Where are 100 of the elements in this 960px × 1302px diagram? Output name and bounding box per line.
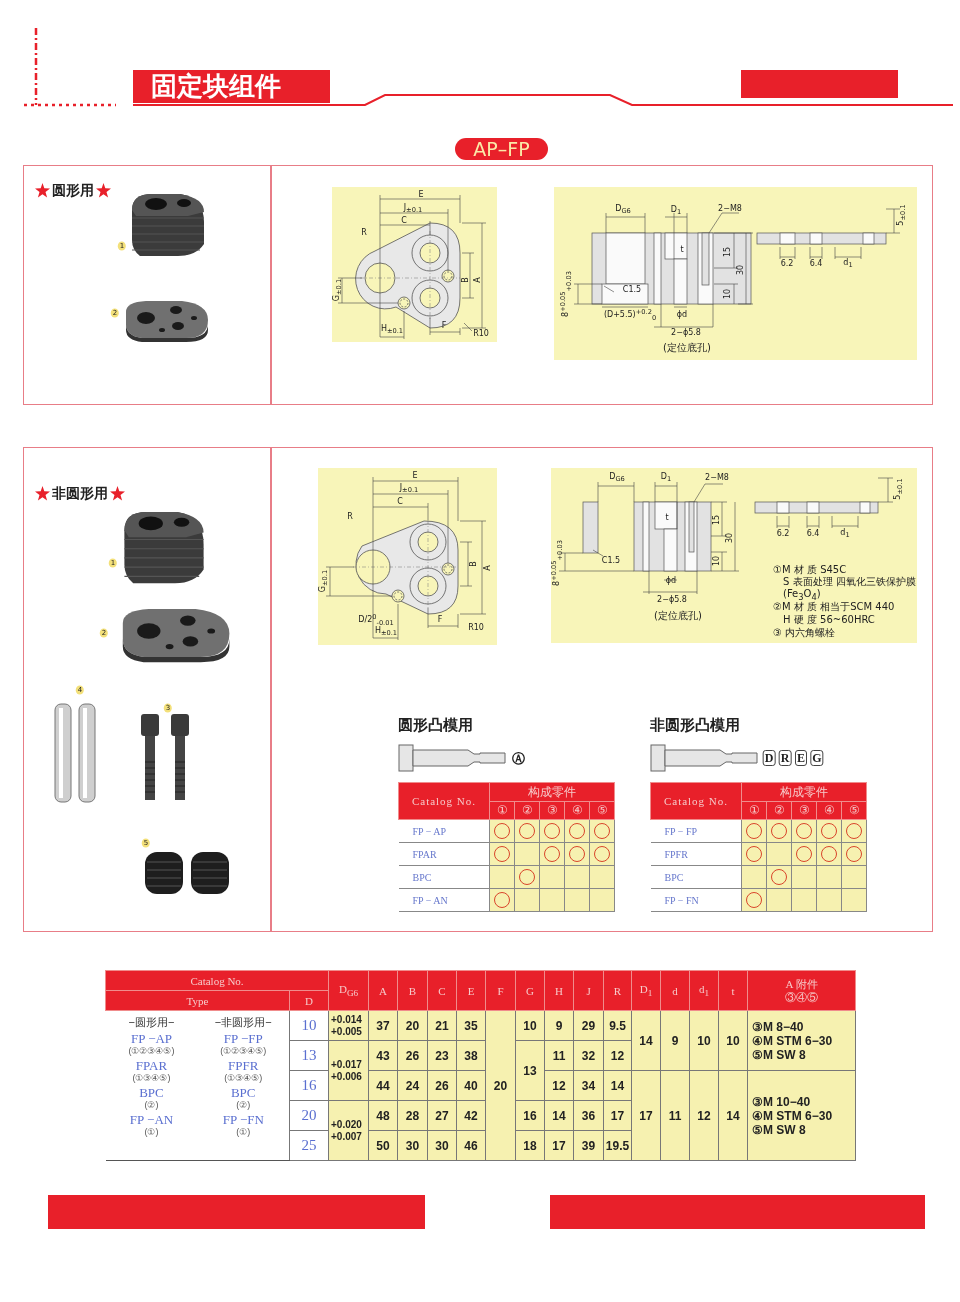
table-title: 非圆形凸模用 (650, 716, 740, 734)
dimension-label: A (474, 277, 482, 283)
accessory-spec: ③M 10−40 (751, 1094, 812, 1109)
dimension-label: J$_{±0.1}$ (403, 203, 423, 215)
dimension-label: d$_{1}$ (840, 528, 850, 540)
dimension-label: 2−M8 (718, 205, 742, 213)
table-cell: +0.017 +0.006 (328, 1040, 369, 1101)
dimension-label: ϕd (665, 577, 677, 585)
catalog-code: FP − FP (650, 819, 742, 843)
dimension-label: 30 (726, 532, 734, 544)
table-header: Type (105, 990, 290, 1011)
table-header: F (485, 970, 516, 1011)
catalog-code: FP − AN (398, 888, 490, 912)
dimension-label: C1.5 (601, 557, 621, 565)
dimension-label: B (462, 277, 470, 283)
table-cell: 20 (485, 1010, 516, 1161)
dimension-label: D$_{G6}$ (615, 204, 631, 216)
dimension-label: D$_{1}$ (670, 205, 682, 217)
table-header: Catalog No. (650, 782, 742, 820)
dimension-label: 10 (713, 555, 721, 567)
table-title: 圆形凸模用 (398, 716, 473, 734)
table-header: t (718, 970, 748, 1011)
table-header: B (397, 970, 428, 1011)
material-note: ①M 材 质 S45C (773, 564, 847, 576)
punch-type-code: D (762, 750, 776, 766)
dimension-label: H$_{±0.1}$ (380, 324, 404, 336)
dimension-label: 2−ϕ5.8 (657, 596, 687, 604)
part-list: (①) (105, 1127, 198, 1137)
table-header: D$_{G6}$ (328, 970, 369, 1011)
accessory-spec: ⑤M SW 8 (751, 1047, 807, 1062)
table-cell: 14 (718, 1070, 748, 1161)
dimension-label: 15 (724, 246, 732, 258)
page-title: 固定块组件 (151, 71, 281, 102)
table-header: d$_{1}$ (689, 970, 719, 1011)
table-cell: 13 (289, 1040, 329, 1071)
table-header: Catalog No. (398, 782, 490, 820)
dimension-label: 10 (724, 288, 732, 300)
dimension-label: d$_{1}$ (843, 258, 853, 270)
catalog-code: FP −AN (128, 1113, 175, 1127)
dimension-label: R (361, 229, 367, 237)
table-header: 构成零件 (489, 782, 615, 802)
dimension-label: H$_{±0.1}$ (374, 626, 398, 638)
dimension-label: D$_{1}$ (660, 472, 672, 484)
accessory-spec: ④M STM 6−30 (751, 1108, 834, 1123)
dimension-label: ϕd (676, 311, 688, 319)
dimension-label: 6.2 (780, 260, 794, 268)
table-cell: 10 (289, 1010, 329, 1041)
dimension-label: 30 (737, 264, 745, 276)
accessory-spec: ④M STM 6−30 (751, 1033, 834, 1048)
material-note: ③ 内六角螺栓 (773, 627, 836, 639)
dimension-label: 2−ϕ5.8 (671, 329, 701, 337)
dimension-label: 15 (713, 514, 721, 526)
catalog-code: BPC (398, 865, 490, 889)
dimension-label: (定位底孔) (654, 611, 702, 621)
type-heading: −圆形用− (127, 1015, 176, 1030)
accessory-spec: ③M 8−40 (751, 1019, 805, 1034)
table-cell: 9 (660, 1010, 690, 1071)
dimension-label: t (665, 514, 669, 522)
table-cell: 25 (289, 1130, 329, 1161)
punch-type-code: R (778, 750, 792, 766)
table-header: E (456, 970, 486, 1011)
model-badge: AP–FP (455, 138, 548, 160)
table-header: A 附件 ③④⑤ (747, 970, 856, 1011)
material-note: ②M 材 质 相当于SCM 440 (773, 601, 895, 613)
type-heading: −非圆形用− (213, 1015, 273, 1030)
table-cell: 10 (689, 1010, 719, 1071)
catalog-code: FP −FN (221, 1113, 265, 1127)
catalog-code: FP − FN (650, 888, 742, 912)
dimension-label: (定位底孔) (663, 343, 711, 353)
table-cell: 14 (631, 1010, 661, 1071)
dimension-label: C (397, 498, 403, 506)
dimension-label: R (347, 513, 353, 521)
catalog-code: BPC (138, 1086, 165, 1100)
catalog-code: BPC (650, 865, 742, 889)
dimension-label: 6.4 (809, 260, 823, 268)
table-cell: 12 (689, 1070, 719, 1161)
part-list: (①②③④⑤) (197, 1046, 289, 1056)
catalog-code: FPAR (134, 1059, 169, 1073)
catalog-code: FPAR (398, 842, 490, 866)
table-header: A (368, 970, 398, 1011)
catalog-code: FP −FP (222, 1032, 264, 1046)
catalog-code: FPFR (650, 842, 742, 866)
dimension-label: F (437, 616, 443, 624)
part-list: (①③④⑤) (105, 1073, 198, 1083)
table-cell: 20 (289, 1100, 329, 1131)
dimension-label: t (680, 246, 684, 254)
table-header: 构成零件 (741, 782, 867, 802)
catalog-code: FP − AP (398, 819, 490, 843)
part-list: (①) (197, 1127, 289, 1137)
dimension-label: B (470, 561, 478, 567)
punch-type-code: Ⓐ (511, 751, 525, 765)
part-list: (②) (105, 1100, 198, 1110)
material-note: S 表面处理 四氧化三铁保护膜 (Fe$_{3}$O$_{4}$) (783, 576, 917, 602)
dimension-label: R10 (468, 624, 484, 632)
dimension-label: R10 (473, 330, 489, 338)
part-list: (②) (197, 1100, 289, 1110)
table-cell: 13 (515, 1040, 545, 1101)
dimension-label: 6.4 (806, 530, 820, 538)
catalog-code: FPFR (227, 1059, 260, 1073)
dimension-label: J$_{±0.1}$ (399, 483, 419, 495)
